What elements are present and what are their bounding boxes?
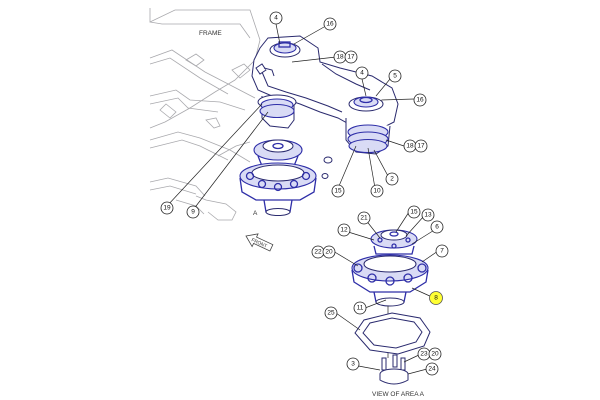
svg-text:15: 15: [334, 188, 342, 195]
svg-text:11: 11: [357, 305, 364, 312]
svg-text:2: 2: [390, 176, 394, 183]
callout-20: 20: [322, 245, 336, 259]
svg-text:4: 4: [274, 15, 278, 22]
callout-7: 7: [435, 244, 449, 258]
svg-text:16: 16: [326, 21, 334, 28]
svg-text:22: 22: [314, 249, 322, 256]
callout-4: 4: [355, 66, 369, 80]
front-arrow: FRONT: [245, 233, 274, 252]
svg-text:4: 4: [360, 70, 364, 77]
callout-17: 17: [414, 139, 428, 153]
callout-19: 19: [160, 201, 174, 215]
svg-text:25: 25: [327, 310, 335, 317]
svg-text:9: 9: [191, 209, 195, 216]
svg-text:6: 6: [435, 224, 439, 231]
svg-text:21: 21: [360, 215, 368, 222]
exploded-hub-view: [351, 229, 431, 385]
callout-8-highlighted[interactable]: 8: [429, 291, 443, 305]
svg-text:24: 24: [428, 366, 436, 373]
svg-text:10: 10: [373, 188, 381, 195]
svg-text:18: 18: [336, 54, 344, 61]
callout-20: 20: [428, 347, 442, 361]
callout-25: 25: [324, 306, 338, 320]
callout-15: 15: [407, 205, 421, 219]
svg-text:20: 20: [325, 249, 333, 256]
svg-text:5: 5: [393, 73, 397, 80]
svg-text:8: 8: [434, 295, 438, 302]
callout-2: 2: [385, 172, 399, 186]
svg-text:7: 7: [440, 248, 444, 255]
svg-text:15: 15: [410, 209, 418, 216]
frame-label: FRAME: [199, 30, 222, 37]
callout-10: 10: [370, 184, 384, 198]
callout-6: 6: [430, 220, 444, 234]
callout-16: 16: [413, 93, 427, 107]
callout-24: 24: [425, 362, 439, 376]
callout-17: 17: [344, 50, 358, 64]
callout-18: 18: [333, 50, 347, 64]
frame-structure: [149, 8, 261, 221]
svg-text:18: 18: [406, 143, 414, 150]
callout-16: 16: [323, 17, 337, 31]
callout-11: 11: [353, 301, 367, 315]
callout-4: 4: [269, 11, 283, 25]
suspension-arm: [251, 35, 399, 155]
callout-9: 9: [186, 205, 200, 219]
view-of-area-a-label: VIEW OF AREA A: [372, 391, 425, 398]
callout-21: 21: [357, 211, 371, 225]
area-a-label: A: [253, 210, 258, 217]
svg-text:17: 17: [347, 54, 355, 61]
left-hub-assembly: [239, 139, 333, 216]
callout-22: 22: [311, 245, 325, 259]
svg-text:19: 19: [163, 205, 171, 212]
callout-13: 13: [421, 208, 435, 222]
svg-text:3: 3: [351, 361, 355, 368]
callout-18: 18: [403, 139, 417, 153]
callout-5: 5: [388, 69, 402, 83]
callout-3: 3: [346, 357, 360, 371]
callout-23: 23: [417, 347, 431, 361]
svg-text:20: 20: [431, 351, 439, 358]
svg-text:17: 17: [417, 143, 425, 150]
svg-text:16: 16: [416, 97, 424, 104]
svg-text:23: 23: [420, 351, 428, 358]
callout-15: 15: [331, 184, 345, 198]
svg-text:12: 12: [340, 227, 348, 234]
callout-12: 12: [337, 223, 351, 237]
svg-text:13: 13: [424, 212, 432, 219]
